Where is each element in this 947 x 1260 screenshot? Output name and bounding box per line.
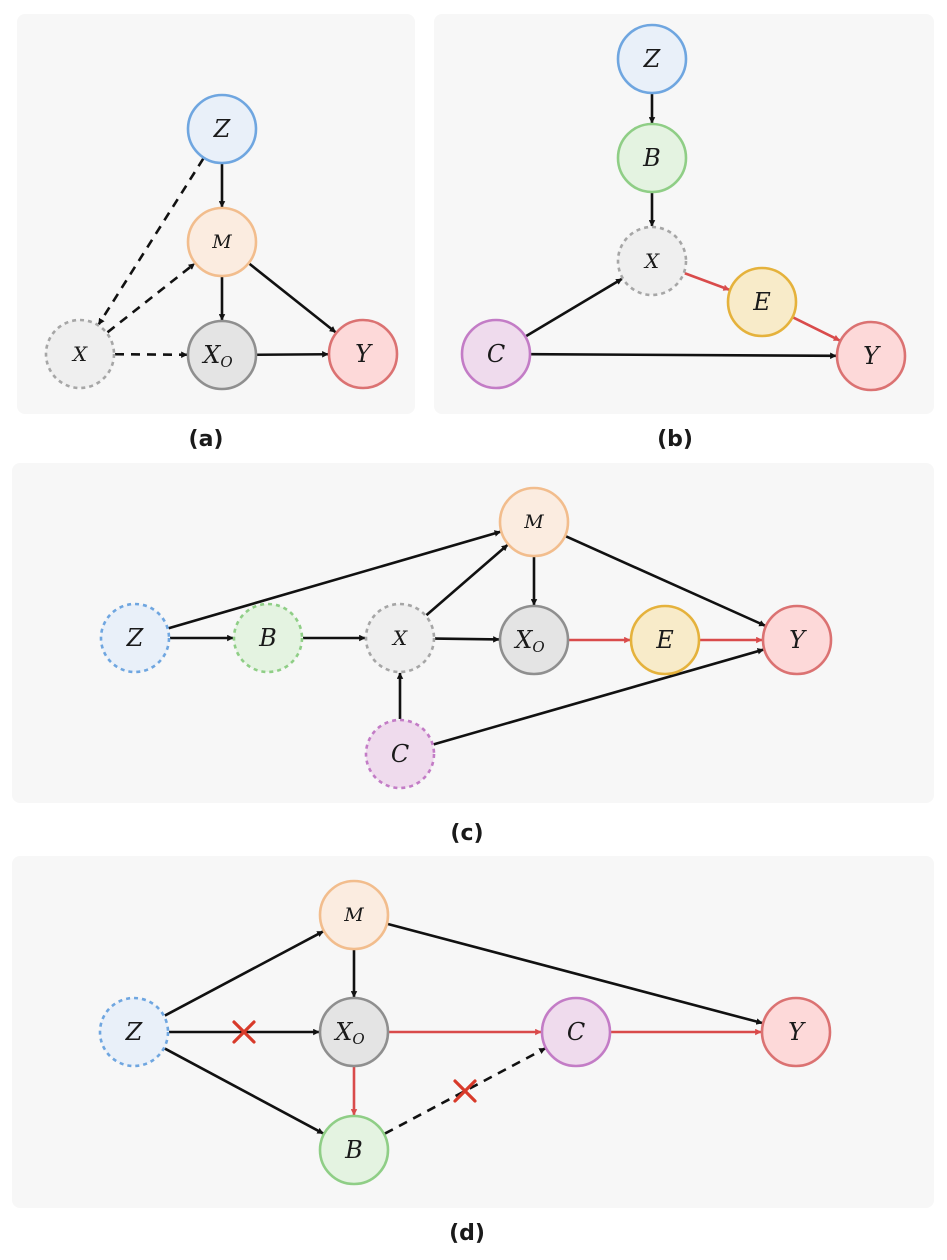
node-label: B xyxy=(344,1136,363,1164)
caption-d: (d) xyxy=(449,1221,485,1246)
node-b: B xyxy=(232,602,304,674)
node-y: Y xyxy=(761,604,833,676)
edge-z-to-b xyxy=(164,1047,324,1135)
node-subscript: O xyxy=(532,638,544,656)
node-label: C xyxy=(567,1018,585,1046)
node-z: Z xyxy=(186,93,258,165)
panel-b: Z B X E C Y xyxy=(460,23,907,392)
panel-c-background xyxy=(12,463,934,803)
node-label: Z xyxy=(643,45,662,73)
node-label: Z xyxy=(213,115,232,143)
node-label: E xyxy=(752,288,771,316)
node-subscript: O xyxy=(352,1030,364,1048)
node-label: M xyxy=(211,231,232,253)
node-z: Z xyxy=(99,602,171,674)
panel-a: Z M X XO Y xyxy=(44,93,399,391)
node-x: X xyxy=(616,225,688,297)
node-xo: XO xyxy=(318,996,390,1068)
node-c: C xyxy=(540,996,612,1068)
node-label: Z xyxy=(126,624,145,652)
panel-c: Z B X M XO E Y C xyxy=(99,486,833,790)
cut-mark-icon xyxy=(453,1079,477,1103)
node-xo: XO xyxy=(186,319,258,391)
caption-b: (b) xyxy=(657,427,693,452)
edge-xo-to-y xyxy=(256,351,329,358)
edge-c-to-y xyxy=(433,648,764,746)
edge-x-to-xo xyxy=(434,636,500,643)
node-y: Y xyxy=(835,320,907,392)
node-x: X xyxy=(44,318,116,390)
caption-c: (c) xyxy=(450,821,483,846)
node-m: M xyxy=(186,206,258,278)
edge-c-to-y xyxy=(530,352,837,360)
edge-z-to-m xyxy=(164,930,324,1017)
node-e: E xyxy=(629,604,701,676)
node-m: M xyxy=(318,879,390,951)
edge-z-to-m xyxy=(168,530,502,630)
node-label: X xyxy=(71,342,88,366)
node-y: Y xyxy=(327,318,399,390)
node-z: Z xyxy=(616,23,688,95)
node-x: X xyxy=(364,602,436,674)
panel-d: Z M XO B C Y xyxy=(98,879,832,1186)
node-subscript: O xyxy=(220,353,232,371)
node-label: Y xyxy=(789,626,807,654)
edge-x-to-m xyxy=(425,543,509,617)
node-label: B xyxy=(258,624,277,652)
node-label: X xyxy=(391,626,408,650)
edge-x-to-e xyxy=(684,272,730,291)
node-label: XO xyxy=(333,1018,364,1048)
edge-e-to-y xyxy=(792,316,841,342)
node-c: C xyxy=(460,318,532,390)
node-label: C xyxy=(391,740,409,768)
node-xo: XO xyxy=(498,604,570,676)
edge-x-to-xo xyxy=(114,351,188,358)
cut-mark-icon xyxy=(232,1020,256,1044)
node-m: M xyxy=(498,486,570,558)
node-label: M xyxy=(523,511,544,533)
edge-z-to-x xyxy=(97,157,205,326)
node-c: C xyxy=(364,718,436,790)
node-label: X xyxy=(643,249,660,273)
edge-m-to-y xyxy=(248,262,337,334)
node-z: Z xyxy=(98,996,170,1068)
node-label: E xyxy=(655,626,674,654)
node-label: Y xyxy=(788,1018,806,1046)
edge-x-to-m xyxy=(106,262,196,334)
edge-m-to-y xyxy=(565,535,766,627)
edge-b-to-c xyxy=(384,1047,546,1135)
node-b: B xyxy=(318,1114,390,1186)
node-label: B xyxy=(642,144,661,172)
panel-b-background xyxy=(434,14,934,414)
node-b: B xyxy=(616,122,688,194)
node-label: M xyxy=(343,904,364,926)
node-y: Y xyxy=(760,996,832,1068)
node-label: C xyxy=(487,340,505,368)
edge-c-to-x xyxy=(525,277,623,338)
caption-a: (a) xyxy=(189,427,224,452)
node-label: Z xyxy=(125,1018,144,1046)
node-label: Y xyxy=(863,342,881,370)
node-label: Y xyxy=(355,340,373,368)
node-e: E xyxy=(726,266,798,338)
edge-m-to-y xyxy=(387,922,763,1025)
